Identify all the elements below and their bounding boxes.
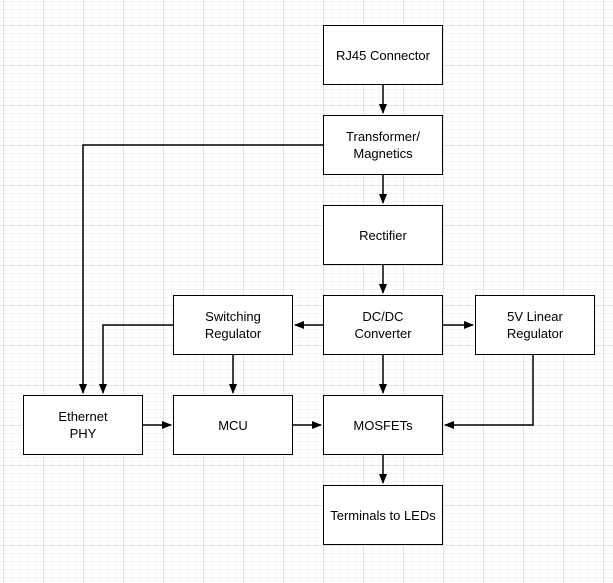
node-ethernet-phy: Ethernet PHY — [23, 395, 143, 455]
node-mcu: MCU — [173, 395, 293, 455]
node-dcdc-converter-label: DC/DC Converter — [354, 309, 412, 341]
node-rj45-connector: RJ45 Connector — [323, 25, 443, 85]
edge-linear5v-to-mosfets — [444, 355, 534, 429]
node-mosfets-label: MOSFETs — [353, 417, 413, 433]
node-mosfets: MOSFETs — [323, 395, 443, 455]
node-rectifier-label: Rectifier — [359, 227, 407, 243]
node-mcu-label: MCU — [218, 417, 248, 433]
node-5v-linear-regulator-label: 5V Linear Regulator — [506, 309, 564, 341]
node-transformer-magnetics: Transformer/ Magnetics — [323, 115, 443, 175]
node-terminals-to-leds-label: Terminals to LEDs — [330, 507, 436, 523]
node-dcdc-converter: DC/DC Converter — [323, 295, 443, 355]
node-ethernet-phy-label: Ethernet PHY — [58, 409, 108, 441]
node-rj45-connector-label: RJ45 Connector — [336, 47, 430, 63]
node-rectifier: Rectifier — [323, 205, 443, 265]
node-terminals-to-leds: Terminals to LEDs — [323, 485, 443, 545]
node-switching-regulator: Switching Regulator — [173, 295, 293, 355]
edge-switching-to-phy — [99, 324, 173, 394]
node-transformer-magnetics-label: Transformer/ Magnetics — [346, 129, 420, 161]
node-switching-regulator-label: Switching Regulator — [204, 309, 262, 341]
edge-transformer-to-phy — [79, 144, 323, 394]
node-5v-linear-regulator: 5V Linear Regulator — [475, 295, 595, 355]
